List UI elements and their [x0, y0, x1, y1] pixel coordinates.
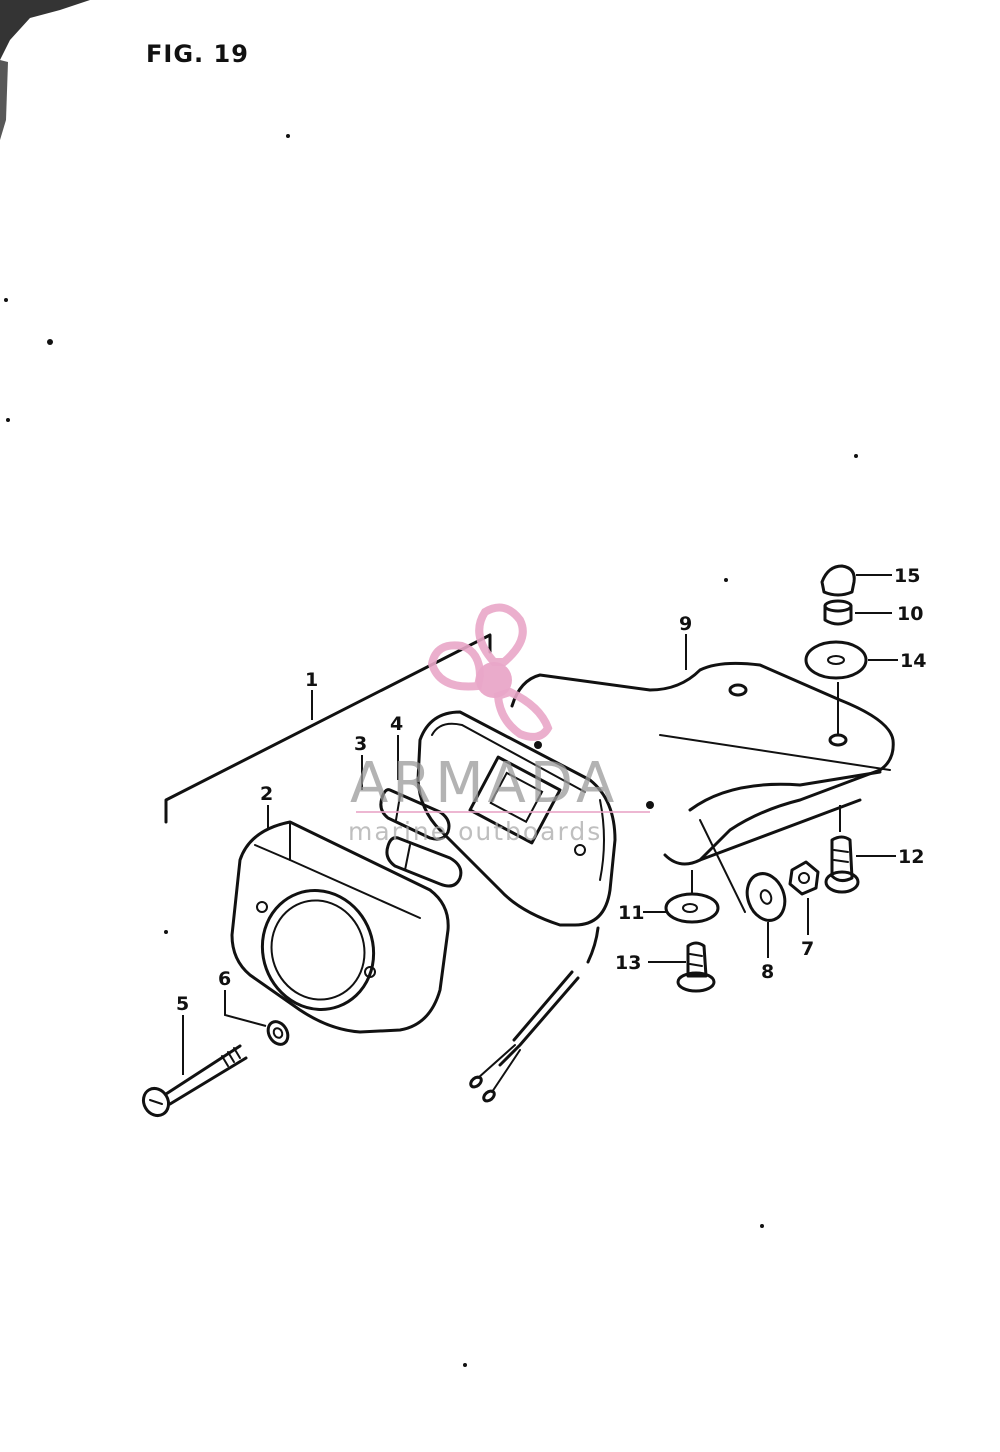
watermark-name: ARMADA: [350, 751, 618, 816]
callout-13: 13: [615, 952, 641, 974]
armada-watermark: ARMADA marine outboards: [348, 603, 650, 846]
callout-2: 2: [260, 783, 273, 805]
figure-title: FIG. 19: [146, 40, 249, 68]
callout-15: 15: [894, 565, 920, 587]
callout-4: 4: [390, 713, 403, 735]
lamp-wire: [469, 926, 600, 1103]
callout-12: 12: [898, 846, 924, 868]
bolt-part-12: [824, 805, 896, 894]
scan-noise: [0, 0, 858, 1367]
bulb-part-3: [361, 755, 463, 888]
bolt-part-13: [648, 941, 716, 993]
washer-part-8: [699, 819, 787, 958]
callout-5: 5: [176, 993, 189, 1015]
callout-14: 14: [900, 650, 926, 672]
callout-1: 1: [305, 669, 318, 691]
callout-7: 7: [801, 938, 814, 960]
callout-11: 11: [618, 902, 644, 924]
nut-part-7: [788, 860, 820, 935]
callout-8: 8: [761, 961, 774, 983]
mounting-bracket-part-9: [510, 634, 895, 866]
watermark-tagline: marine outboards: [348, 817, 602, 846]
spacer-part-10: [823, 599, 892, 626]
callout-10: 10: [897, 603, 923, 625]
washer-part-6: [224, 990, 290, 1046]
washer-part-14: [804, 640, 898, 735]
callout-9: 9: [679, 613, 692, 635]
tail-lamp-lens-part-2: [230, 805, 450, 1034]
cap-nut-part-15: [820, 564, 892, 597]
pink-propeller-logo-icon: [427, 603, 553, 741]
callout-6: 6: [218, 968, 231, 990]
lamp-housing: [416, 710, 654, 927]
washer-part-11: [643, 870, 720, 924]
screw-part-5: [141, 1015, 248, 1118]
assembly-bracket-part-1: [164, 633, 492, 824]
bulb-part-4: [379, 735, 451, 841]
callout-3: 3: [354, 733, 367, 755]
callout-labels: 1 2 3 4 5 6 7 8 9 10 11 12 13 14 15: [176, 565, 926, 1015]
